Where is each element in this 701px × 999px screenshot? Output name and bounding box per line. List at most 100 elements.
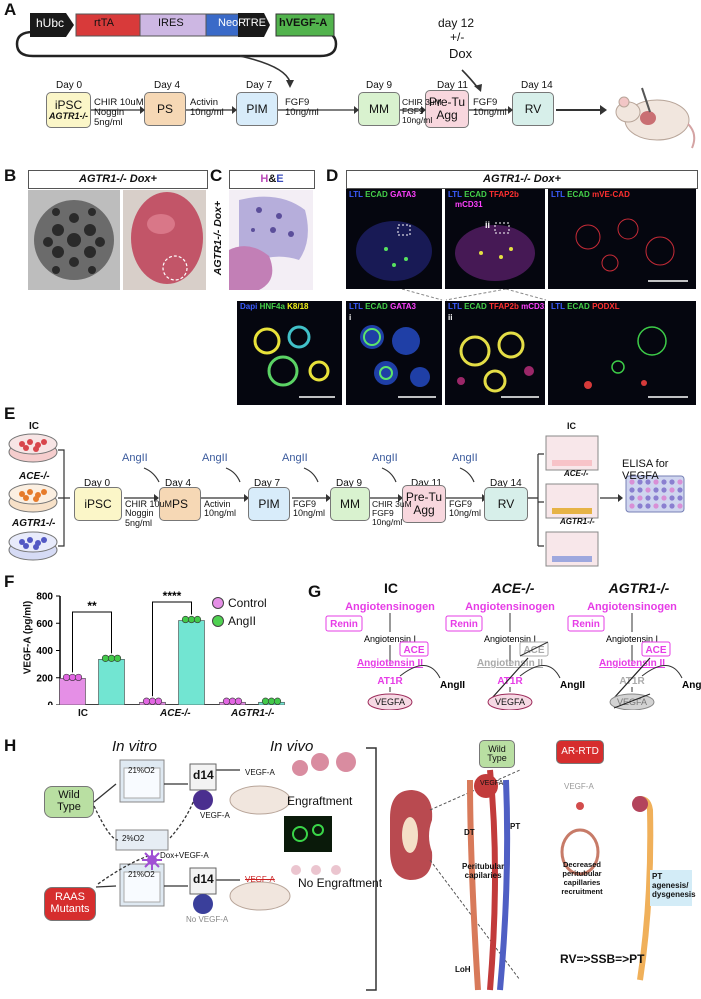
f-legend-control-swatch	[212, 597, 224, 609]
a-cond-4: FGF9 10ng/ml	[473, 97, 507, 118]
elisa-well	[677, 487, 683, 493]
d-top2-c: TFAP2b	[489, 190, 519, 199]
elisa-well	[661, 495, 667, 501]
d-bottom-image-3: LTL ECAD TFAP2b mCD31 ii	[445, 301, 545, 405]
panel-label-a: A	[4, 0, 17, 19]
h-dt: DT	[464, 828, 475, 837]
d-bot1-a: Dapi	[240, 302, 258, 311]
d-top1-c: GATA3	[390, 190, 416, 199]
g-renin: Renin	[450, 619, 478, 630]
f-point	[261, 697, 270, 705]
d-top1-b: ECAD	[365, 190, 388, 199]
g-ang2: Angiotensin II	[599, 658, 665, 669]
e-day-11: Day 11	[411, 478, 442, 489]
f-point	[228, 697, 237, 705]
elisa-well	[653, 487, 659, 493]
h-vegfa-artd: VEGF-A	[564, 782, 594, 791]
b-brightfield-image	[28, 190, 120, 290]
a-stage-pretu: Pre-Tu Agg	[425, 90, 469, 128]
a-day-4: Day 4	[154, 80, 181, 91]
h-decreased: Decreased peritubular capillaries recrui…	[561, 860, 603, 896]
b-title: AGTR1-/- Dox+	[28, 170, 208, 189]
h-wt-box: Wild Type	[44, 786, 94, 818]
h-in-vivo: In vivo	[270, 738, 314, 755]
d-zoom-lines	[346, 289, 547, 301]
g-angii-arrow	[399, 665, 441, 679]
panel-label-b: B	[4, 166, 17, 185]
f-point	[113, 654, 122, 662]
g-block-line	[491, 657, 529, 699]
c-he-image	[229, 190, 313, 290]
g-renin: Renin	[572, 619, 600, 630]
c-title-e: E	[276, 173, 284, 185]
d-bottom-image-1: Dapi HNF4a K8/18	[237, 301, 342, 405]
c-title-amp: &	[268, 173, 277, 185]
h-raas-box: RAAS Mutants	[44, 887, 96, 921]
elisa-well	[637, 487, 643, 493]
e-day-9: Day 9	[336, 478, 363, 489]
construct-hubc: hUbc	[36, 16, 65, 30]
elisa-well	[653, 495, 659, 501]
panel-label-g: G	[308, 582, 322, 601]
c-side-wrap: AGTR1-/- Dox+	[210, 196, 226, 286]
construct-ires: IRES	[158, 17, 184, 29]
g-angii-arrow	[641, 665, 683, 679]
f-ytick-label: 800	[36, 592, 53, 603]
g-title-ic: IC	[384, 580, 398, 596]
f-ytick-label: 600	[36, 619, 53, 630]
a-cond-3: CHIR 3uM FGF9 10ng/ml	[402, 97, 442, 125]
g-vegfa-cross	[613, 693, 651, 709]
f-point	[101, 654, 110, 662]
g-vegfa: VEGFA	[617, 697, 647, 707]
elisa-well	[661, 503, 667, 509]
g-ace: ACE	[523, 645, 544, 656]
d-top1-a: LTL	[349, 190, 363, 199]
elisa-well	[645, 487, 651, 493]
a-stage-ps: PS	[144, 92, 186, 126]
construct-vegf: hVEGF-A	[279, 17, 328, 29]
e-cond-3: CHIR 3uM FGF9 10ng/ml	[372, 499, 412, 527]
f-point	[234, 697, 243, 705]
d-bot2-c: GATA3	[390, 302, 416, 311]
construct-rtta: rtTA	[94, 17, 114, 29]
d-bottom-image-4: LTL ECAD PODXL	[548, 301, 696, 405]
g-block-line	[613, 657, 651, 699]
d-top-image-2: LTL ECAD TFAP2b mCD31 ii	[445, 189, 545, 289]
elisa-well	[661, 487, 667, 493]
e-line-agtr1: AGTR1-/-	[12, 518, 56, 529]
a-stage-ipsc: iPSC AGTR1-/-	[46, 92, 91, 128]
d-bot4-c: PODXL	[592, 302, 620, 311]
f-ytick-label: 400	[36, 646, 53, 657]
h-o21-bottom: 21%O2	[128, 870, 155, 879]
a-cond-0: CHIR 10uM Noggin 5ng/ml	[94, 97, 144, 128]
e-cond-2: FGF9 10ng/ml	[293, 499, 326, 519]
panel-label-f: F	[4, 572, 15, 591]
elisa-well	[677, 503, 683, 509]
f-point	[142, 697, 151, 705]
f-legend-angii: AngII	[212, 614, 256, 628]
f-ylabel: VEGF-A (pg/ml)	[22, 600, 34, 675]
d-top-image-3: LTL ECAD mVE-CAD	[548, 189, 696, 289]
h-vegfa-crossed: VEGF-A	[245, 875, 275, 884]
elisa-well	[669, 503, 675, 509]
elisa-well	[661, 479, 667, 485]
h-o21-top: 21%O2	[128, 766, 155, 775]
dox-label: Dox	[449, 46, 473, 61]
g-vegfa-blob	[487, 693, 533, 710]
d-bot2-a: LTL	[349, 302, 363, 311]
elisa-well	[629, 503, 635, 509]
e-stage-mm: MM	[330, 487, 370, 521]
dox-day: day 12	[438, 16, 475, 30]
e-angii-4: AngII	[372, 452, 398, 464]
e-well-agtr1: AGTR1-/-	[560, 517, 595, 526]
g-renin: Renin	[330, 619, 358, 630]
g-ang2: Angiotensin II	[357, 658, 423, 669]
elisa-well	[629, 479, 635, 485]
c-title-h: H	[260, 173, 269, 185]
g-at1r: AT1R	[377, 676, 403, 687]
f-point	[154, 697, 163, 705]
h-no-vegfa: No VEGF-A	[186, 915, 229, 924]
d-bot3-d: mCD31	[521, 302, 545, 311]
